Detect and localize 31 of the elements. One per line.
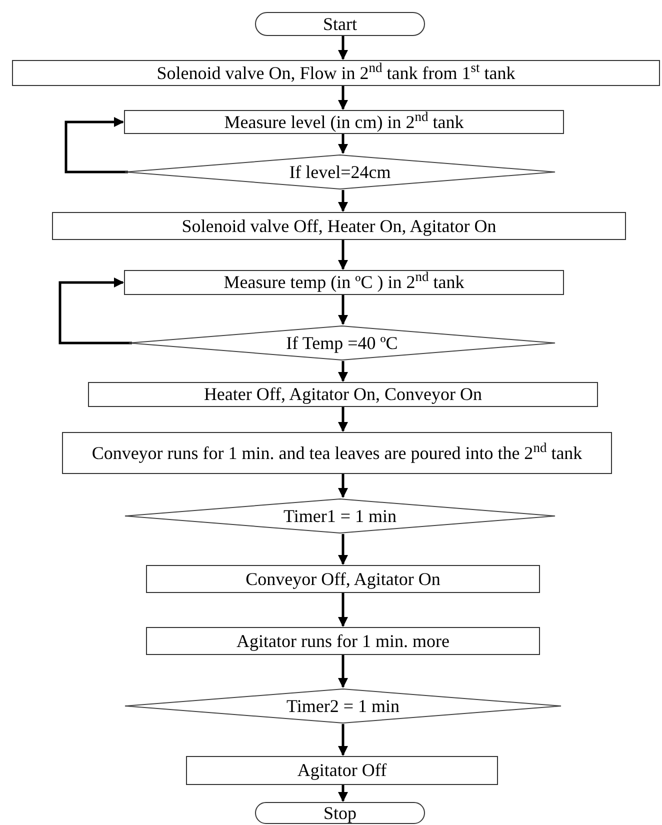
arrow [58,278,132,344]
process-box: Agitator runs for 1 min. more [146,627,540,655]
decision-diamond: Timer1 = 1 min [124,498,556,534]
process-box: Conveyor Off, Agitator On [146,565,540,593]
process-box: Measure level (in cm) in 2$^{nd}$ tank [124,110,564,134]
arrow [338,474,348,498]
arrow [64,117,128,174]
arrow [338,655,348,688]
process-box: Conveyor runs for 1 min. and tea leaves are poured into the 2$^{nd}$ tank [62,432,612,474]
arrow [338,190,348,212]
process-box: Measure temp (in ºC ) in 2$^{nd}$ tank [124,270,564,295]
process-box: Agitator Off [186,756,498,785]
arrow [338,86,348,110]
process-box: Solenoid valve Off, Heater On, Agitator On [52,212,626,240]
arrow [338,36,348,60]
arrow [338,785,348,802]
decision-diamond: If Temp =40 ºC [128,325,556,361]
arrow [338,724,348,756]
arrow [338,295,348,325]
arrow [338,240,348,270]
arrow [338,593,348,627]
arrow [338,534,348,565]
process-box: Solenoid valve On, Flow in 2$^{nd}$ tank from 1$^{st}$ tank [12,60,660,86]
arrow [338,361,348,382]
decision-diamond: If level=24cm [124,154,556,190]
process-box: Heater Off, Agitator On, Conveyor On [88,382,598,407]
arrow [338,407,348,432]
terminal-box: Start [255,12,425,36]
arrow [338,134,348,154]
terminal-box: Stop [255,802,425,824]
decision-diamond: Timer2 = 1 min [124,688,562,724]
